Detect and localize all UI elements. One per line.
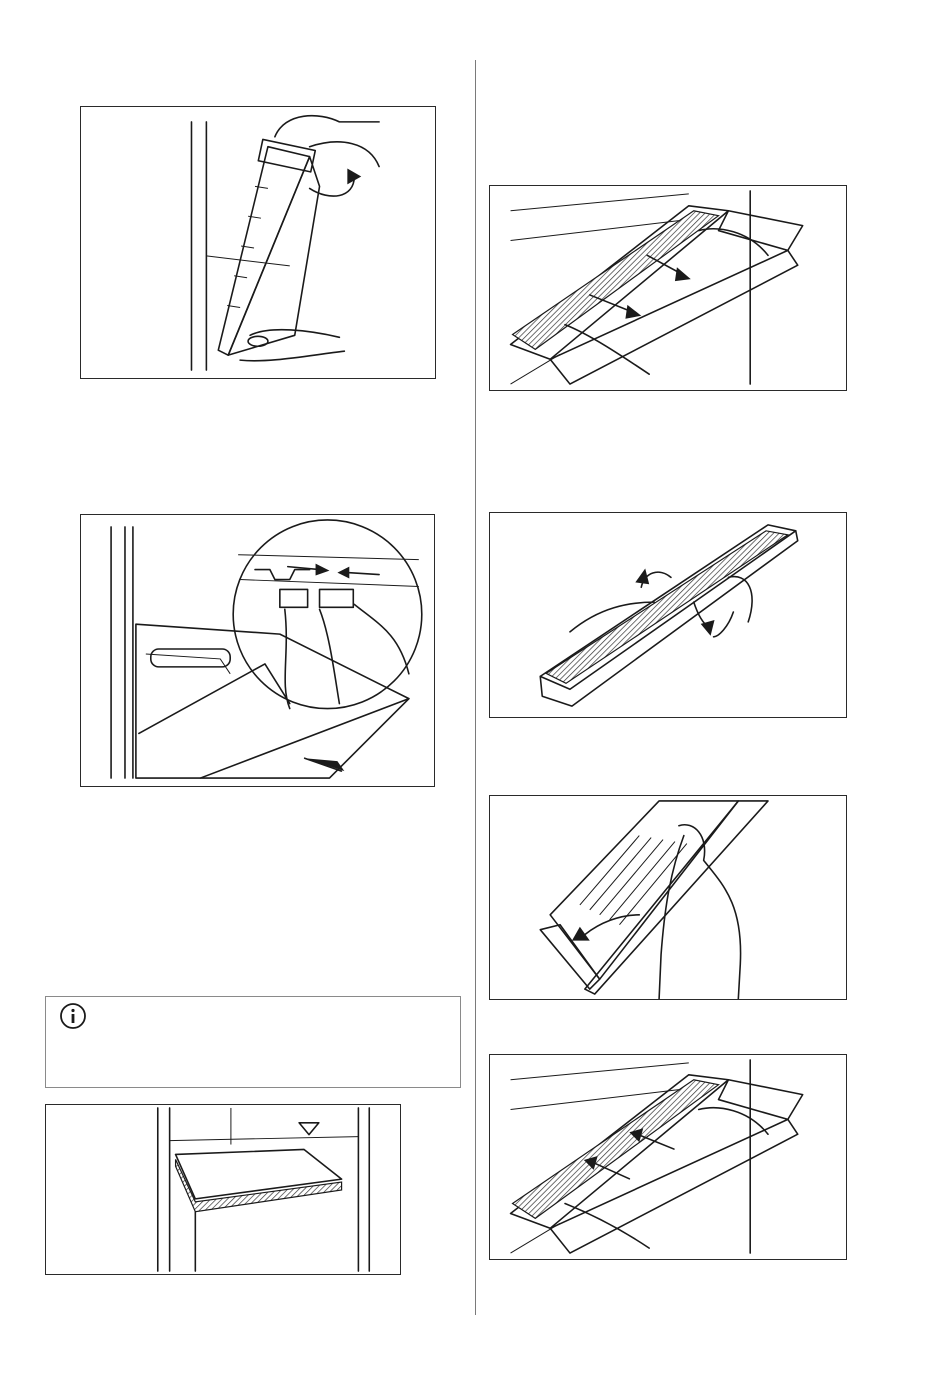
- info-note: [45, 996, 461, 1088]
- hand-tilting-shelf-illustration: [81, 107, 435, 378]
- figure-filter-push-in: [489, 1054, 847, 1260]
- filter-push-in-illustration: [490, 1055, 846, 1259]
- filter-rotate-illustration: [490, 513, 846, 717]
- figure-shelf-tilt: [80, 106, 436, 379]
- info-icon: [59, 1002, 87, 1030]
- column-divider: [475, 60, 476, 1315]
- shelf-clip-release-illustration: [81, 515, 434, 786]
- figure-filter-pull-out: [489, 185, 847, 391]
- filter-pull-out-illustration: [490, 186, 846, 390]
- figure-shelf-inserted: [45, 1104, 401, 1275]
- figure-filter-rotate: [489, 512, 847, 718]
- shelf-inserted-illustration: [46, 1105, 400, 1274]
- figure-shelf-clip-release: [80, 514, 435, 787]
- figure-filter-open-cover: [489, 795, 847, 1000]
- filter-open-cover-illustration: [490, 796, 846, 999]
